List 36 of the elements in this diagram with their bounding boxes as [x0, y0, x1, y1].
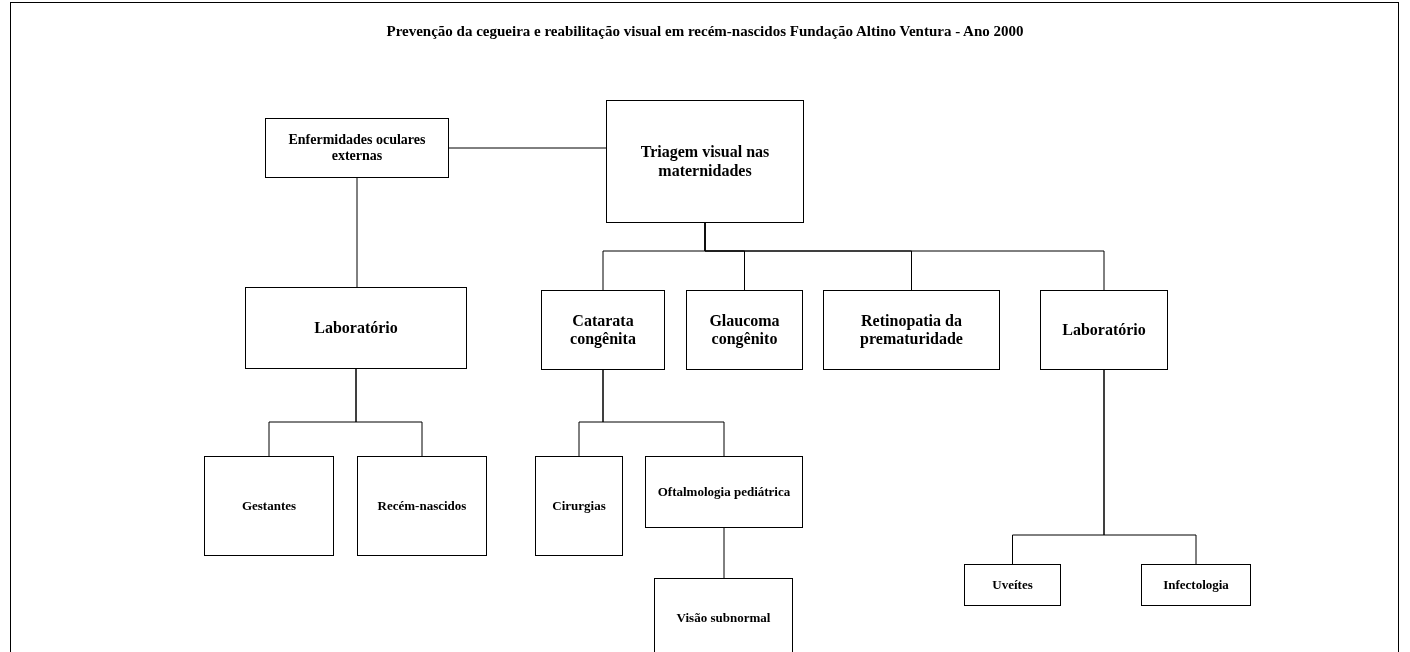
connector-line	[1103, 369, 1197, 565]
box-label: Visão subnormal	[676, 610, 771, 626]
org-box	[541, 290, 665, 370]
connector-line	[448, 147, 607, 149]
org-box	[245, 287, 467, 369]
box-label: Triagem visual nas maternidades	[639, 143, 771, 180]
org-box	[606, 100, 804, 223]
org-box	[204, 456, 334, 556]
connector-line	[355, 368, 423, 457]
box-label: Oftalmologia pediátrica	[657, 484, 791, 500]
box-label: Cirurgias	[552, 498, 606, 514]
connector-line	[723, 527, 725, 579]
box-label: Laboratório	[1062, 320, 1146, 340]
org-box	[1141, 564, 1251, 606]
box-label: Infectologia	[1163, 577, 1229, 593]
org-box	[357, 456, 487, 556]
title: Prevenção da cegueira e reabilitação visual em recém-nascidos Fundação Altino Ventura - Ano 2000	[385, 22, 1025, 40]
org-box	[686, 290, 803, 370]
org-box	[645, 456, 803, 528]
box-label: Gestantes	[241, 498, 297, 514]
box-label: Glaucoma congênito	[708, 311, 781, 349]
org-box	[265, 118, 449, 178]
box-label: Enfermidades oculares externas	[287, 131, 427, 165]
org-box	[535, 456, 623, 556]
org-box	[1040, 290, 1168, 370]
box-label: Retinopatia da prematuridade	[859, 311, 964, 349]
connector-line	[704, 222, 1105, 291]
box-label: Laboratório	[314, 318, 398, 338]
box-label: Catarata congênita	[569, 311, 637, 349]
org-box	[654, 578, 793, 652]
org-box	[964, 564, 1061, 606]
box-label: Recém-nascidos	[377, 498, 467, 514]
connector-line	[356, 177, 358, 288]
connector-line	[602, 369, 725, 457]
box-label: Uveítes	[992, 577, 1033, 593]
org-box	[823, 290, 1000, 370]
